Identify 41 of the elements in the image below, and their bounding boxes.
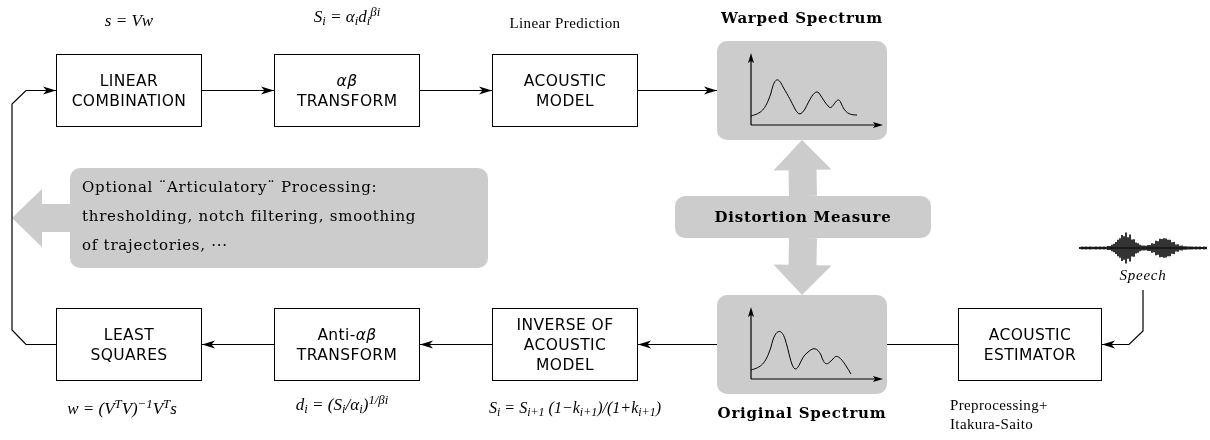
box-label: LEAST SQUARES (89, 324, 169, 365)
arrow (637, 86, 718, 95)
annotation: Preprocessing+ Itakura-Saito (950, 396, 1049, 434)
note-text: Optional ¨Articulatory¨ Processing: thresholding, notch filtering, smoothing of trajectories, ··· (82, 177, 418, 256)
formula: s = Vw (103, 10, 155, 32)
spectrum-panel (717, 295, 887, 394)
formula: d$_{i}$ = (S$_{i}$/α$_{i}$)$^{1/βi}$ (294, 392, 390, 418)
formula: S$_{i}$ = S$_{i+1}$ (1−k$_{i+1}$)/(1+k$_{i+1}$) (488, 398, 662, 420)
box-label: ACOUSTIC MODEL (522, 70, 608, 111)
block-arrow (12, 189, 70, 247)
connector-line (886, 343, 959, 346)
box-label: Anti-αβ TRANSFORM (295, 324, 399, 365)
measure-panel (675, 196, 931, 238)
process-box (56, 54, 202, 127)
process-box (958, 308, 1102, 381)
block-arrow (773, 140, 832, 197)
speech-caption: Speech (1119, 266, 1167, 285)
block-arrow (773, 237, 832, 295)
arrow (11, 86, 57, 346)
annotation: Linear Prediction (508, 14, 622, 33)
process-box (56, 308, 202, 381)
arrow (419, 86, 493, 95)
arrow (201, 340, 275, 349)
measure-label: Distortion Measure (714, 206, 892, 228)
box-label: ACOUSTIC ESTIMATOR (982, 324, 1078, 365)
process-box (274, 308, 420, 381)
spectrum-heading: Original Spectrum (716, 403, 888, 424)
spectrum-panel (717, 41, 887, 140)
spectrum-heading: Warped Spectrum (720, 8, 884, 29)
process-box (492, 308, 638, 381)
arrow (637, 340, 718, 349)
process-box (492, 54, 638, 127)
box-label: INVERSE OF ACOUSTIC MODEL (515, 314, 615, 375)
formula: w = (V$^{T}$V)$^{−1}$V$^{T}$s (66, 396, 178, 420)
arrow (201, 86, 275, 95)
process-box (274, 54, 420, 127)
box-label: LINEAR COMBINATION (70, 70, 188, 111)
box-label: αβ TRANSFORM (297, 70, 397, 111)
arrow (419, 340, 493, 349)
arrow (1101, 289, 1144, 349)
note-panel (70, 168, 488, 268)
